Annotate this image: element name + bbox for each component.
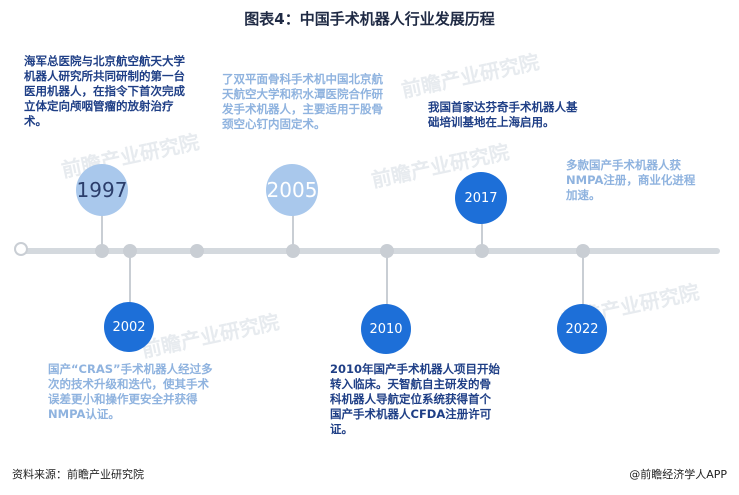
year-bubble-2010: 2010: [361, 304, 411, 354]
year-bubble-1997: 1997: [76, 164, 128, 216]
brand-note: @前瞻经济学人APP: [629, 468, 727, 481]
timeline-axis: [20, 248, 720, 254]
timeline-start-node: [14, 242, 28, 256]
stem-2022: [582, 254, 584, 306]
event-description-2022: 多款国产手术机器人获NMPA注册，商业化进程加速。: [566, 158, 696, 202]
page-title: 图表4：中国手术机器人行业发展历程: [244, 10, 495, 28]
year-label: 2005: [266, 178, 318, 202]
timeline-node-2010: [380, 244, 394, 258]
event-description-2005: 了双平面骨科手术机中国北京航天航空大学和积水潭医院合作研发手术机器人，主要适用于…: [222, 72, 383, 131]
timeline-node-1997: [95, 244, 109, 258]
timeline-node-extra: [190, 244, 204, 258]
stem-2010: [386, 254, 388, 306]
timeline-node-2017: [475, 244, 489, 258]
year-bubble-2002: 2002: [104, 302, 154, 352]
year-label: 2022: [565, 321, 599, 337]
event-description-2010: 2010年国产手术机器人项目开始转入临床。天智航自主研发的骨科机器人导航定位系统…: [330, 362, 501, 436]
year-label: 2002: [112, 319, 146, 335]
watermark: 前瞻产业研究院: [399, 49, 542, 103]
event-description-1997: 海军总医院与北京航空航天大学机器人研究所共同研制的第一台医用机器人，在指令下首次…: [24, 54, 185, 128]
watermark: 前瞻产业研究院: [139, 309, 282, 363]
source-note: 资料来源：前瞻产业研究院: [12, 468, 144, 481]
year-bubble-2022: 2022: [557, 304, 607, 354]
timeline-node-2022: [576, 244, 590, 258]
year-bubble-2005: 2005: [266, 164, 318, 216]
stem-2017: [481, 214, 483, 248]
stem-2002: [129, 254, 131, 304]
year-label: 2017: [464, 190, 498, 206]
year-label: 2010: [369, 321, 403, 337]
year-bubble-2017: 2017: [455, 172, 507, 224]
event-description-2002: 国产“CRAS”手术机器人经过多次的技术升级和迭代，使其手术误差更小和操作更安全…: [48, 362, 213, 421]
event-description-2017: 我国首家达芬奇手术机器人基础培训基地在上海启用。: [428, 100, 578, 129]
year-label: 1997: [76, 178, 128, 202]
stem-1997: [101, 206, 103, 248]
timeline-node-2002: [123, 244, 137, 258]
stem-2005: [292, 212, 294, 248]
timeline-node-2005: [286, 244, 300, 258]
